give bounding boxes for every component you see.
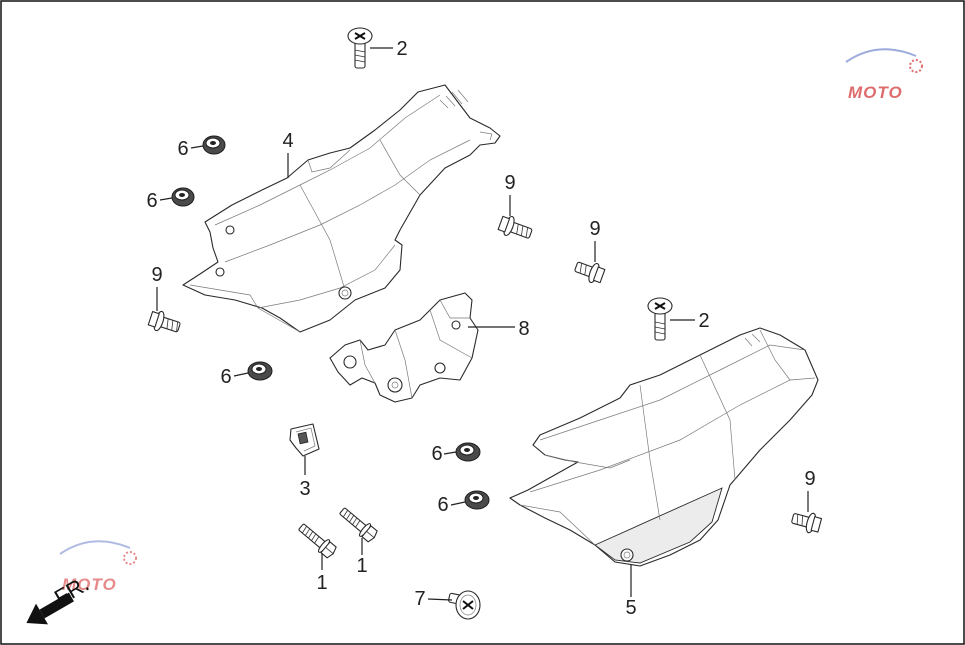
callout-label: 1 xyxy=(316,572,327,594)
callout-label: 8 xyxy=(518,318,529,340)
callout-label: 7 xyxy=(414,588,425,610)
bolt-1-b xyxy=(339,507,378,543)
grommet-6-e xyxy=(464,490,490,510)
front-arrow-icon xyxy=(26,592,74,625)
right-side-cover xyxy=(509,327,819,567)
callout-label: 4 xyxy=(282,130,293,152)
callout-label: 3 xyxy=(299,478,310,500)
grommet-6-a xyxy=(202,135,226,155)
watermark-logo-top-right: MOTO xyxy=(845,48,923,102)
callout-label: 6 xyxy=(220,366,231,388)
watermark-logo-bottom-left: MOTO xyxy=(59,540,137,594)
bolt-9-a xyxy=(497,215,533,239)
bolt-9-c xyxy=(147,310,181,333)
callout-label: 9 xyxy=(504,172,515,194)
watermark-text: MOTO xyxy=(848,83,903,102)
bolt-7 xyxy=(448,590,481,620)
callout-labels: 2 6 4 6 9 9 9 8 2 6 3 6 6 9 1 1 7 5 xyxy=(146,38,815,619)
grommet-6-c xyxy=(247,361,273,381)
left-side-cover xyxy=(182,84,501,333)
callout-label: 9 xyxy=(151,264,162,286)
screw-2-top xyxy=(347,27,373,69)
callout-label: 2 xyxy=(396,38,407,60)
screw-2-right xyxy=(647,297,673,341)
watermark-text: MOTO xyxy=(62,575,117,594)
callout-label: 1 xyxy=(356,555,367,577)
grommet-6-b xyxy=(171,187,195,207)
callout-label: 6 xyxy=(431,443,442,465)
grommet-6-d xyxy=(455,442,481,462)
leader-lines xyxy=(156,47,809,601)
callout-label: 6 xyxy=(437,494,448,516)
callout-label: 6 xyxy=(177,138,188,160)
bolt-1-a xyxy=(298,523,337,559)
bracket xyxy=(329,292,479,403)
callout-label: 9 xyxy=(804,468,815,490)
clip-3 xyxy=(289,423,320,457)
callout-label: 2 xyxy=(698,310,709,332)
callout-label: 9 xyxy=(589,218,600,240)
callout-label: 6 xyxy=(146,190,157,212)
bolt-9-b xyxy=(574,261,606,284)
callout-label: 5 xyxy=(625,597,636,619)
bolt-9-d xyxy=(791,512,823,534)
